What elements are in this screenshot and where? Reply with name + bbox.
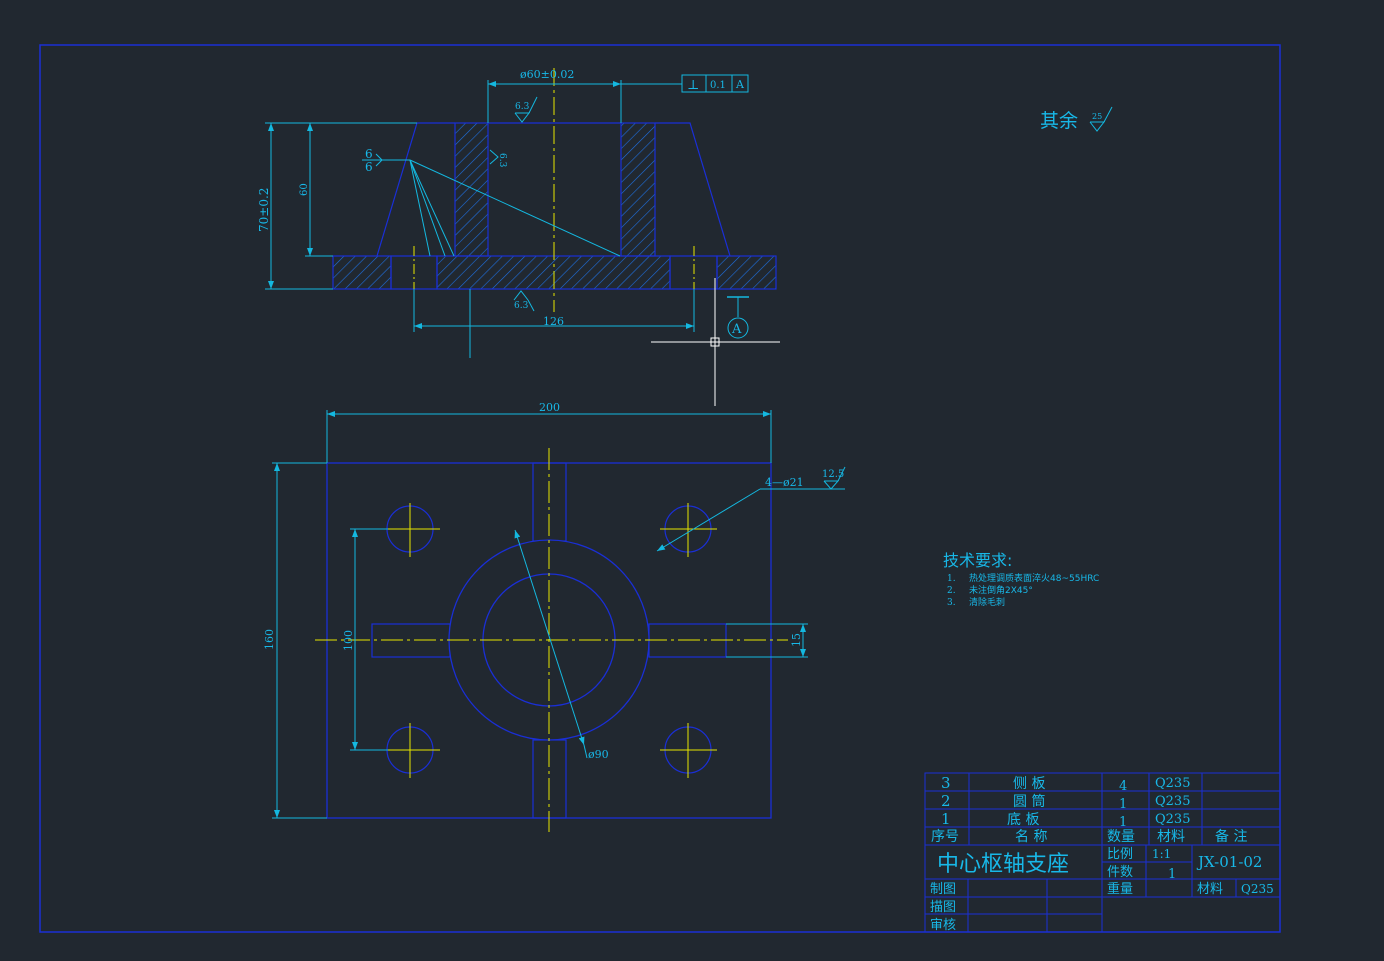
header-qty: 数量 — [1107, 829, 1135, 845]
tech-req-text-3: 清除毛刺 — [969, 596, 1005, 608]
roughness-top-value: 6.3 — [515, 102, 530, 112]
checked-by-label: 审核 — [930, 918, 956, 933]
header-remark: 备 注 — [1215, 828, 1247, 845]
general-roughness-label: 其余 — [1040, 110, 1078, 132]
part-3-no: 3 — [941, 774, 951, 792]
datum-a-label: A — [731, 322, 742, 337]
traced-by-label: 描图 — [930, 900, 956, 915]
part-1-name: 底 板 — [1007, 812, 1039, 828]
header-material: 材料 — [1157, 829, 1185, 845]
base-plate-right[interactable] — [716, 255, 777, 290]
part-1-qty: 1 — [1119, 815, 1127, 830]
title-block-text: 3 侧 板 4 Q235 2 圆 筒 1 Q235 1 底 板 1 Q235 序… — [930, 774, 1274, 933]
roughness-inner-symbol: 6.3 — [489, 149, 507, 168]
dim-top-height: 160 — [263, 629, 276, 650]
part-3-material: Q235 — [1155, 776, 1190, 791]
dim-rib-width: 15 — [790, 633, 803, 647]
drawing-name: 中心枢轴支座 — [937, 852, 1069, 877]
dim-tube-circle: ø90 — [588, 748, 609, 761]
weight-label: 重量 — [1107, 881, 1133, 897]
tech-req-text-2: 未注倒角2X45° — [969, 584, 1033, 596]
tech-req-title: 技术要求: — [943, 551, 1012, 570]
material-value: Q235 — [1241, 882, 1274, 896]
roughness-inner-value: 6.3 — [497, 153, 507, 168]
dim-front-height-total: 70±0.2 — [257, 188, 271, 232]
weld-bottom-value: 6 — [365, 160, 373, 174]
dim-top-width: 200 — [539, 401, 560, 414]
part-2-material: Q235 — [1155, 794, 1190, 809]
drawn-by-label: 制图 — [930, 882, 956, 897]
count-label: 件数 — [1107, 865, 1133, 880]
tolerance-value: 0.1 — [710, 80, 726, 91]
tolerance-frame: ⊥ 0.1 A — [681, 74, 749, 93]
tolerance-symbol: ⊥ — [687, 78, 699, 93]
dim-front-height-inner: 60 — [299, 183, 310, 196]
drawing-border — [39, 44, 1281, 933]
front-view: ø60±0.02 ⊥ 0.1 A 6.3 6.3 6.3 6 — [257, 68, 777, 358]
material-label: 材料 — [1197, 882, 1223, 897]
weld-top-value: 6 — [365, 147, 373, 161]
part-2-qty: 1 — [1119, 797, 1127, 812]
tech-req-no-3: 3. — [947, 598, 956, 608]
part-2-no: 2 — [941, 792, 951, 810]
roughness-bottom-symbol: 6.3 — [513, 290, 535, 312]
top-view: 200 160 100 15 4—ø21 12.5 ø90 — [263, 401, 846, 832]
part-3-qty: 4 — [1119, 779, 1127, 794]
scale-value: 1:1 — [1152, 847, 1171, 861]
base-plate-left[interactable] — [332, 255, 392, 290]
datum-a-marker: A — [727, 296, 749, 339]
title-block — [924, 772, 1281, 933]
roughness-holes-symbol: 12.5 — [822, 466, 846, 490]
count-value: 1 — [1168, 867, 1176, 882]
cad-crosshair-cursor — [651, 278, 780, 406]
part-2-name: 圆 筒 — [1013, 793, 1045, 810]
tolerance-datum: A — [735, 78, 745, 91]
roughness-top-symbol: 6.3 — [514, 96, 538, 123]
general-roughness: 其余 25 — [1040, 106, 1113, 132]
tube-wall-left[interactable] — [454, 122, 489, 257]
roughness-holes-value: 12.5 — [822, 469, 844, 480]
general-roughness-value: 25 — [1092, 112, 1102, 121]
header-name: 名 称 — [1015, 829, 1047, 845]
tube-wall-right[interactable] — [620, 122, 656, 257]
roughness-bottom-value: 6.3 — [514, 301, 529, 311]
weld-symbol: 6 6 — [362, 147, 621, 257]
gusset-right — [655, 122, 731, 257]
scale-label: 比例 — [1107, 847, 1133, 862]
part-1-material: Q235 — [1155, 812, 1190, 827]
part-1-no: 1 — [941, 810, 951, 828]
tech-req-no-1: 1. — [947, 574, 956, 584]
part-3-name: 侧 板 — [1013, 776, 1045, 792]
dim-front-diameter: ø60±0.02 — [520, 68, 574, 81]
dim-hole-spacing: 100 — [342, 630, 355, 651]
dim-bolt-holes: 4—ø21 — [765, 476, 804, 489]
technical-requirements: 技术要求: 1. 热处理调质表面淬火48~55HRC 2. 未注倒角2X45° … — [943, 551, 1099, 608]
drawing-number: JX-01-02 — [1196, 853, 1262, 871]
tech-req-text-1: 热处理调质表面淬火48~55HRC — [969, 572, 1099, 584]
tech-req-no-2: 2. — [947, 586, 956, 596]
dim-front-width: 126 — [543, 315, 564, 328]
header-no: 序号 — [931, 829, 959, 845]
